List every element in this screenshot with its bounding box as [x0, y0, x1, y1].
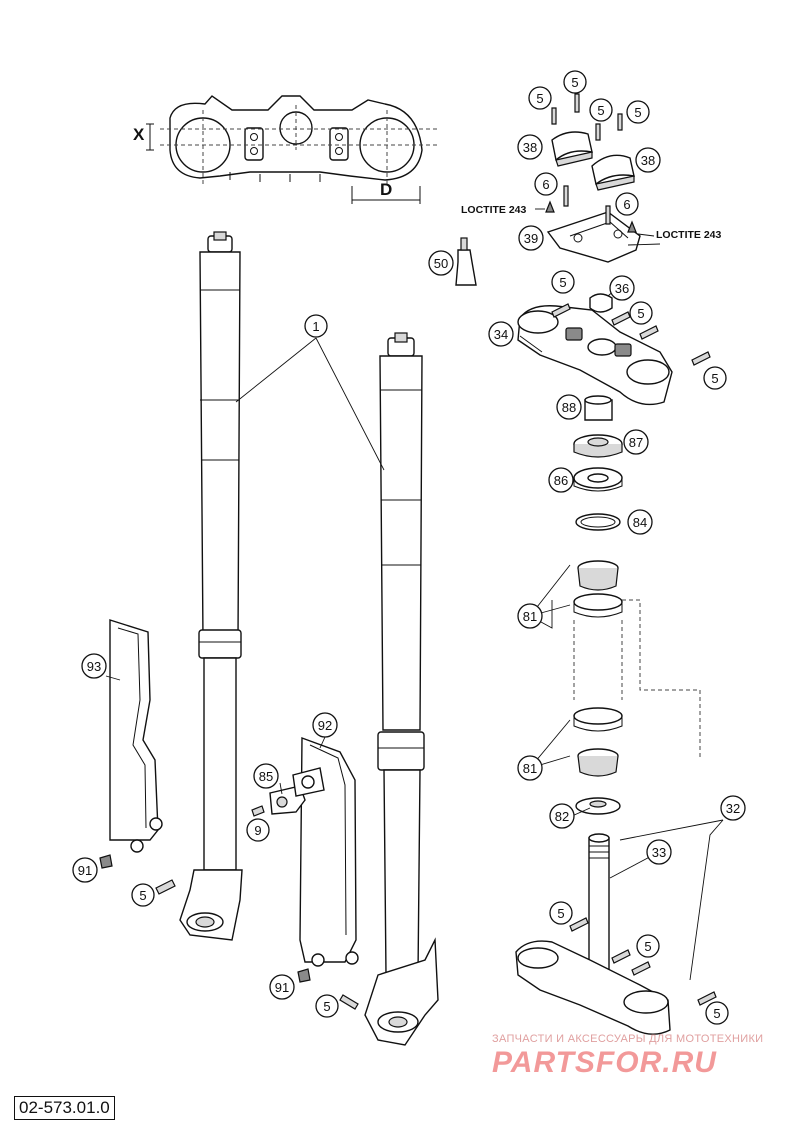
svg-text:87: 87	[629, 435, 643, 450]
steering-bearing-stack	[573, 395, 701, 815]
callout-88: 88	[556, 394, 582, 420]
callout-36: 36	[609, 275, 635, 301]
svg-text:81: 81	[523, 609, 537, 624]
right-fork-leg	[364, 332, 439, 1046]
svg-text:9: 9	[254, 823, 261, 838]
dimension-x-label: X	[133, 125, 145, 144]
callout-6: 6	[615, 192, 639, 216]
svg-text:85: 85	[259, 769, 273, 784]
top-triple-clamp	[517, 293, 711, 406]
callout-5: 5	[636, 934, 660, 958]
grease-tube	[455, 237, 477, 286]
right-fork-guard	[299, 736, 359, 967]
callout-39: 39	[518, 225, 544, 251]
callout-5: 5	[315, 994, 339, 1018]
svg-text:5: 5	[637, 306, 644, 321]
svg-text:81: 81	[523, 761, 537, 776]
callout-34: 34	[488, 321, 514, 347]
callout-5: 5	[703, 366, 727, 390]
callout-91: 91	[269, 974, 295, 1000]
left-fork-guard	[109, 619, 163, 853]
svg-text:33: 33	[652, 845, 666, 860]
svg-text:5: 5	[644, 939, 651, 954]
loctite-leader-right	[637, 233, 655, 237]
svg-text:5: 5	[559, 275, 566, 290]
callout-38: 38	[517, 134, 543, 160]
callout-93: 93	[81, 653, 107, 679]
callout-5: 5	[131, 883, 155, 907]
loctite-label-left: LOCTITE 243	[461, 204, 527, 216]
callout-5: 5	[589, 98, 613, 122]
callout-81: 81	[517, 755, 543, 781]
svg-text:5: 5	[139, 888, 146, 903]
svg-text:5: 5	[536, 91, 543, 106]
callout-5: 5	[629, 301, 653, 325]
callout-81: 81	[517, 603, 543, 629]
loctite-label-right: LOCTITE 243	[656, 229, 722, 241]
svg-text:1: 1	[312, 319, 319, 334]
brake-line-clamp	[251, 767, 325, 817]
callout-87: 87	[623, 429, 649, 455]
svg-text:5: 5	[711, 371, 718, 386]
callout-5: 5	[563, 70, 587, 94]
top-clamp-outline-view	[146, 95, 440, 204]
callout-92: 92	[312, 712, 338, 738]
small-screws	[99, 854, 359, 1010]
svg-text:5: 5	[713, 1006, 720, 1021]
svg-text:91: 91	[78, 863, 92, 878]
drawing-number: 02-573.01.0	[14, 1096, 115, 1120]
svg-text:5: 5	[634, 105, 641, 120]
left-fork-leg	[179, 231, 243, 941]
callout-5: 5	[705, 1001, 729, 1025]
svg-text:86: 86	[554, 473, 568, 488]
svg-text:5: 5	[557, 906, 564, 921]
svg-text:6: 6	[542, 177, 549, 192]
svg-text:38: 38	[641, 153, 655, 168]
callout-38: 38	[635, 147, 661, 173]
callout-50: 50	[428, 250, 454, 276]
svg-text:84: 84	[633, 515, 647, 530]
callout-33: 33	[646, 839, 672, 865]
callout-84: 84	[627, 509, 653, 535]
svg-text:5: 5	[597, 103, 604, 118]
svg-text:5: 5	[323, 999, 330, 1014]
dimension-d-label: D	[380, 180, 392, 199]
svg-text:50: 50	[434, 256, 448, 271]
callout-91: 91	[72, 857, 98, 883]
callout-82: 82	[549, 803, 575, 829]
svg-text:92: 92	[318, 718, 332, 733]
callout-5: 5	[551, 270, 575, 294]
svg-text:91: 91	[275, 980, 289, 995]
svg-text:39: 39	[524, 231, 538, 246]
callout-1: 1	[304, 314, 328, 338]
callout-9: 9	[246, 818, 270, 842]
svg-text:6: 6	[623, 197, 630, 212]
callout-5: 5	[626, 100, 650, 124]
watermark-tagline: ЗАПЧАСТИ И АКСЕССУАРЫ ДЛЯ МОТОТЕХНИКИ	[492, 1033, 764, 1045]
callout-5: 5	[528, 86, 552, 110]
svg-text:38: 38	[523, 140, 537, 155]
svg-text:93: 93	[87, 659, 101, 674]
callout-86: 86	[548, 467, 574, 493]
callout-32: 32	[720, 795, 746, 821]
callout-5: 5	[549, 901, 573, 925]
svg-text:88: 88	[562, 400, 576, 415]
lower-triple-clamp	[515, 833, 717, 1035]
svg-text:34: 34	[494, 327, 508, 342]
watermark-brand: PARTSFOR.RU	[492, 1046, 717, 1079]
handlebar-clamps	[546, 131, 641, 263]
svg-text:36: 36	[615, 281, 629, 296]
callout-85: 85	[253, 763, 279, 789]
svg-text:32: 32	[726, 801, 740, 816]
clamp-screws	[545, 93, 637, 233]
svg-text:5: 5	[571, 75, 578, 90]
callout-6: 6	[534, 172, 558, 196]
svg-text:82: 82	[555, 809, 569, 824]
